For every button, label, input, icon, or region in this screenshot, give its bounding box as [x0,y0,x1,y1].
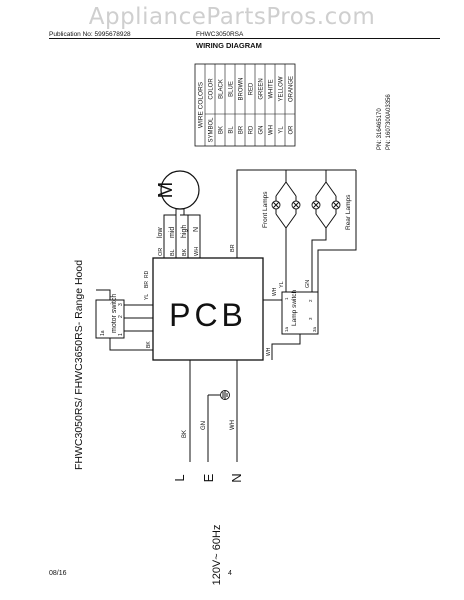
wire-color-table-title: WIRE COLORS [198,81,205,128]
motor-wire-color: BL [170,249,176,256]
model-number: FHWC3050RSA [196,31,244,38]
motor-wire-color: OR [158,248,164,256]
power-wire-color: GN [201,421,207,430]
motor-label: M [155,182,177,199]
wire-color-header-color: COLOR [209,78,215,100]
lamp-wire-color: GN [305,280,311,288]
motor-switch-terminal: 2 [118,315,124,318]
lamp-switch-terminal: 1 [284,297,289,300]
wire-symbol: YL [279,126,285,134]
pcb-top-wire-color: YL [144,294,150,300]
motor-symbol [160,170,200,210]
wire-symbol: WH [269,125,275,135]
motor-switch-terminal: 3 [118,303,124,306]
pcb-label: PCB [169,297,247,333]
wire-color-header-symbol: SYMBOL [209,117,215,143]
wire-color-name: GREEN [259,78,265,99]
motor-switch-terminal: 1 [118,333,124,336]
wire-color-name: RED [249,82,255,95]
wire-symbol: BR [239,125,245,134]
footer-date: 08/16 [49,570,67,577]
motor-wire-color: WH [194,247,200,256]
rear-lamps-label: Rear Lamps [345,194,352,230]
lamp-out-wire-color: WH [266,347,272,356]
diagram-title: WIRING DIAGRAM [196,41,262,50]
publication-number: Publication No: 5995678928 [49,31,131,38]
diagram-main-title: FHWC3050RS/ FHWC3650RS- Range Hood [73,260,85,470]
wire-color-name: BLUE [229,81,235,97]
wire-color-name: WHITE [269,79,275,98]
lamp-switch-terminal: 3a [312,326,317,332]
wire-color-name: ORANGE [289,76,295,102]
wire-symbol: BL [229,126,235,134]
lamp-switch-terminal: 3 [308,317,313,320]
terminal-l: L [172,474,187,481]
motor-speed-label: high [181,225,188,238]
pcb-right-wire-color: WH [272,287,278,296]
wire-color-table: WIRE COLORS SYMBOL COLOR BK BLACK BL BLU… [194,63,296,147]
supply-voltage: 120V~ 60Hz [211,525,223,586]
rear-lamp-lead [311,228,327,292]
lamp-switch-label: Lamp switch [291,289,298,326]
power-wire-color: BK [182,430,188,438]
wire-symbol: BK [219,126,225,134]
lamp-wire-color: YL [279,281,285,288]
motor-switch-label: motor switch [111,294,118,333]
motor-wire-color: BK [182,248,188,256]
wire-color-name: BLACK [219,79,225,99]
pcb-left-wire-color: BK [146,341,152,348]
lamp-switch-terminal: 1a [284,326,289,332]
lamp-supply-wire [236,169,356,258]
motor-speed-label: N [193,227,200,232]
wire-symbol: GN [259,126,265,135]
wire-symbol: RD [249,125,255,134]
motor-speed-label: low [157,227,164,238]
motor-switch-terminal: 1a [100,330,106,336]
pcb-top-wire-color: BR [144,281,150,288]
wire-color-name: BROWN [239,78,245,101]
power-wire-color: WH [230,420,236,430]
motor-switch [95,299,125,339]
page-number: 4 [228,570,232,577]
part-number: PN: 1607300A03356 [386,94,392,150]
ground-icon [220,390,230,400]
pcb-box [152,257,264,361]
header-rule [49,38,440,39]
lamp-switch-terminal: 2 [308,299,313,302]
terminal-e: E [201,473,216,482]
pcb-top-wire-color: RD [144,270,150,278]
wire-symbol: OR [289,125,295,135]
pcb-bottom-wire-color: BR [230,244,236,252]
front-lamps-label: Front Lamps [262,191,269,228]
lamp-switch-out-wire [271,334,301,360]
part-number: PN: 316465170 [377,108,383,150]
terminal-n: N [229,473,244,482]
motor-speed-label: mid [169,227,176,238]
wire-color-name: YELLOW [279,76,285,101]
